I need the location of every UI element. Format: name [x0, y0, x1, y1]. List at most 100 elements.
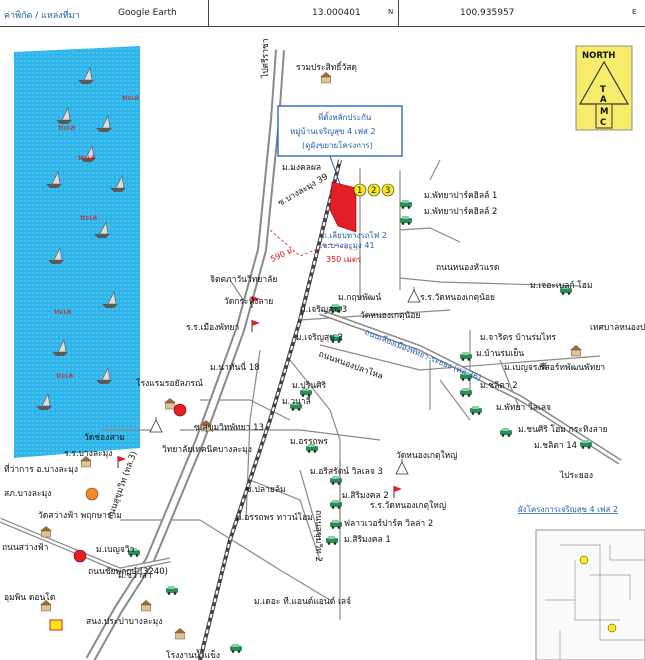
label-sirimongkol-1: ม.สิริมงคล 1 — [344, 535, 391, 545]
label-sukhumvit-2: ถนนสุขุมวิท 2 — [313, 510, 323, 562]
label-orrathorn: ม.อรรถพร — [290, 437, 328, 447]
sea-label: ทะเล — [122, 93, 139, 102]
sea-label: ทะเล — [58, 123, 75, 132]
car-icon — [230, 644, 242, 653]
label-wat-chong-sam: วัดช่องสาม — [84, 433, 125, 443]
callout-line-2: หมู่บ้านเจริญสุข 4 เฟส 2 — [290, 127, 376, 137]
svg-text:1: 1 — [357, 186, 362, 196]
police-icon — [85, 487, 99, 501]
label-chaiyaphruek-road: ถนนชัยพฤกษ์ (3240) — [88, 566, 168, 577]
car-icon — [326, 536, 338, 545]
label-wat-krathing: วัดกระทิงลาย — [224, 297, 273, 307]
factory-icon — [173, 627, 187, 640]
waterworks-icon — [139, 599, 153, 612]
source-value: Google Earth — [118, 8, 177, 18]
label-pongkarn: ม.จาริตร บ้านร่มไทร — [480, 332, 556, 343]
label-water-works: สนง.ประปาบางละมุง — [86, 617, 162, 627]
temple-icon — [149, 416, 163, 433]
label-umpun: อุมพิน ดอนโด — [4, 592, 55, 603]
shell-station-icon — [49, 619, 63, 631]
label-chalita-14: ม.ชลิตา 14 — [534, 441, 577, 451]
label-jitpawan: จิตตภาวันวิทยาลัย — [210, 275, 277, 285]
site-callout[interactable] — [277, 105, 403, 157]
store-icon — [319, 71, 333, 84]
label-chonsiri: ม.ชนศิริ โฮม กระทิงลาย — [518, 424, 608, 435]
traffic-light-icon — [173, 403, 187, 417]
marker-1[interactable] — [353, 183, 367, 197]
inset-marker — [607, 623, 617, 633]
label-charoensuk-3: ม.เจริญสุข 3 — [300, 305, 347, 315]
traffic-light-icon — [73, 549, 87, 563]
car-icon — [500, 428, 512, 437]
svg-text:A: A — [600, 95, 607, 105]
label-prinsiri: ม.ปรินศิริ — [292, 381, 326, 391]
car-icon — [400, 200, 412, 209]
car-icon — [400, 216, 412, 225]
label-benjarat: ม.เบญจรงค์ — [504, 362, 547, 373]
label-to-sriracha: ไปศรีราชา — [260, 38, 271, 79]
label-natthanan: ม.นาทันนี่ 18 — [210, 361, 260, 373]
label-baan-nuan: ม.บ้านร่มเย็น — [476, 347, 524, 359]
longitude-unit: E — [632, 8, 637, 16]
label-railway-road: ถ.เลียบทางรถไฟ 2 — [322, 231, 387, 240]
temple-icon — [395, 458, 409, 475]
label-wat-nong-ket: วัดหนองเกตุน้อย — [360, 310, 420, 321]
latitude-value: 13.000401 — [312, 8, 361, 18]
callout-line-1: ที่ตั้งหลักประกัน — [318, 111, 372, 122]
car-icon — [470, 406, 482, 415]
label-nong-pla-lai-road: ถนนหนองปลาไหล — [317, 348, 385, 382]
school-flag-icon — [251, 319, 261, 333]
label-baan-wiw: ม.เบญจวิว — [96, 545, 135, 555]
label-wat-nong-ket-yai: วัดหนองเกตุใหญ่ — [396, 450, 458, 461]
sea-label: ทะเล — [56, 371, 73, 380]
label-mongkol: ม.มงคลผล — [282, 163, 321, 173]
label-soi-13: ซ.สุขุมวิทพัทยา 13 — [194, 423, 264, 433]
longitude-value: 100.935957 — [460, 8, 515, 18]
school-flag-icon — [393, 485, 403, 499]
sea-label: ทะเล — [78, 153, 95, 162]
label-chalita-2: ม.ชลิตา 2 — [480, 381, 518, 391]
label-nong-hua-raet: ถนนหนองหัวแรด — [436, 263, 499, 273]
label-pattaya-park-1: ม.พัทยาปาร์คฮิลล์ 1 — [424, 190, 497, 201]
label-school-nong-ket-yai: ร.ร.วัดหนองเกตุใหญ่ — [370, 500, 446, 511]
label-flower-garden: ฟลาวเวอร์ปาร์ค วิลล่า 2 — [344, 518, 433, 529]
label-charoensuk-2: ม.เจริญสุข 2 — [296, 333, 343, 343]
source-label: ค่าพิกัด / แหล่งที่มา — [4, 11, 80, 21]
building-icon — [569, 344, 583, 357]
label-school-bang-lamung: ร.ร.บางละมุง — [64, 449, 112, 459]
label-ice-factory: โรงงานน้ำแข็ง — [166, 649, 220, 660]
label-arisa: ม.อริสรัตน์ วิลเลจ 3 — [310, 466, 383, 477]
label-soi-41: ซ.บางละมุง 41 — [322, 241, 375, 250]
label-store: รวมประสิทธิ์วัสดุ — [296, 61, 357, 73]
label-suang-fa-road: ถนนสว่างฟ้า — [2, 542, 48, 553]
label-590m: 590 ม. — [269, 245, 296, 264]
project-inset — [535, 529, 645, 660]
label-district-office: ที่ว่าการ อ.บางละมุง — [4, 463, 78, 475]
sea-labels: ทะเล ทะเล ทะเล ทะเล ทะเล ทะเล — [54, 93, 139, 380]
label-kritsapat: ม.กฤษพัฒน์ — [338, 292, 381, 303]
label-chawala: ม.ชวาลา — [118, 571, 152, 581]
inset-marker — [579, 555, 589, 565]
label-pattaya-village: ม.พัทยา วิลเลจ — [496, 403, 551, 413]
distance-line-350 — [329, 243, 356, 251]
project-site[interactable] — [329, 181, 357, 233]
label-t-and: ม.เดอะ ที.แอนด์แอนด์ เลจ์ — [254, 596, 351, 607]
label-to-rayong: ไประยอง — [559, 470, 593, 481]
label-resort: รีสอร์ทพัฒนพัทยา — [540, 362, 606, 373]
label-pattaya-park-2: ม.พัทยาปาร์คฮิลล์ 2 — [424, 206, 497, 217]
marker-2[interactable] — [367, 183, 381, 197]
label-nong-pla-lai: เทศบาลหนองปลาไหล — [590, 322, 645, 333]
label-school-pattaya: ร.ร.เมืองพัทยา — [186, 322, 239, 333]
callout-line-3: (ดูผังขยายโครงการ) — [302, 140, 373, 151]
expand-project-link[interactable]: ผังโครงการเจริญสุข 4 เฟส 2 — [518, 504, 618, 514]
sea-label: ทะเล — [80, 213, 97, 222]
label-school-nong-ket: ร.ร.วัดหนองเกตุน้อย — [420, 292, 495, 303]
label-jecee: ม.เจอะเบลก์ โฮม — [530, 280, 593, 291]
north-label: NORTH — [582, 51, 615, 61]
svg-text:3: 3 — [385, 186, 390, 196]
marker-3[interactable] — [381, 183, 395, 197]
svg-text:M: M — [600, 107, 608, 117]
temple-icon — [407, 286, 421, 303]
